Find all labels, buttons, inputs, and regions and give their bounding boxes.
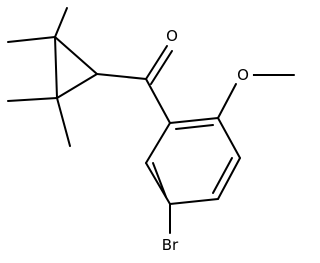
- bond-carbonyl-to-ring: [145, 78, 171, 124]
- atom-label-bromine: Br: [156, 235, 184, 255]
- bond-methyl-3b: [56, 97, 71, 147]
- bromine-label: Br: [162, 236, 179, 254]
- cyclopropyl-ring: [54, 36, 98, 99]
- oxygen-ether-label: O: [237, 66, 249, 84]
- bond-ring-c3-c4: [217, 157, 241, 200]
- gem-dimethyl-groups: [7, 7, 71, 147]
- bond-cp-c2-c3: [56, 73, 98, 99]
- bond-methyl-1b: [7, 36, 56, 43]
- bond-carbonyl-double-a: [145, 45, 168, 80]
- label-backdrop: [233, 65, 253, 85]
- chemical-structure-diagram: O O Br: [7, 7, 295, 255]
- label-backdrop: [162, 26, 182, 46]
- ketone-linkage: [96, 45, 173, 124]
- bond-methyl-1a: [54, 7, 68, 38]
- oxygen-carbonyl-label: O: [166, 27, 178, 45]
- bond-ring-c2-c3: [217, 117, 241, 159]
- bond-cp-c3-c1: [54, 36, 58, 99]
- methoxy-group: [217, 74, 295, 119]
- atom-label-carbonyl-oxygen: O: [162, 26, 182, 46]
- bond-ring-inner-3: [152, 162, 167, 198]
- bond-cp-c1-c2: [54, 36, 98, 75]
- bond-cp-to-carbonyl: [96, 73, 147, 80]
- bond-ring-c1-c2: [169, 117, 219, 124]
- atom-label-ether-oxygen: O: [233, 65, 253, 85]
- bond-ring-c4-c5: [169, 198, 219, 205]
- benzene-ring: [145, 117, 241, 205]
- bond-ring-inner-2: [212, 157, 233, 194]
- bond-ring-inner-1: [175, 124, 214, 130]
- bond-carbonyl-double-b: [150, 50, 173, 85]
- bond-methyl-3a: [7, 97, 58, 102]
- label-backdrop: [156, 235, 184, 255]
- bond-ring-c6-c1: [145, 122, 171, 164]
- bond-ring-to-ether-oxygen: [217, 83, 237, 119]
